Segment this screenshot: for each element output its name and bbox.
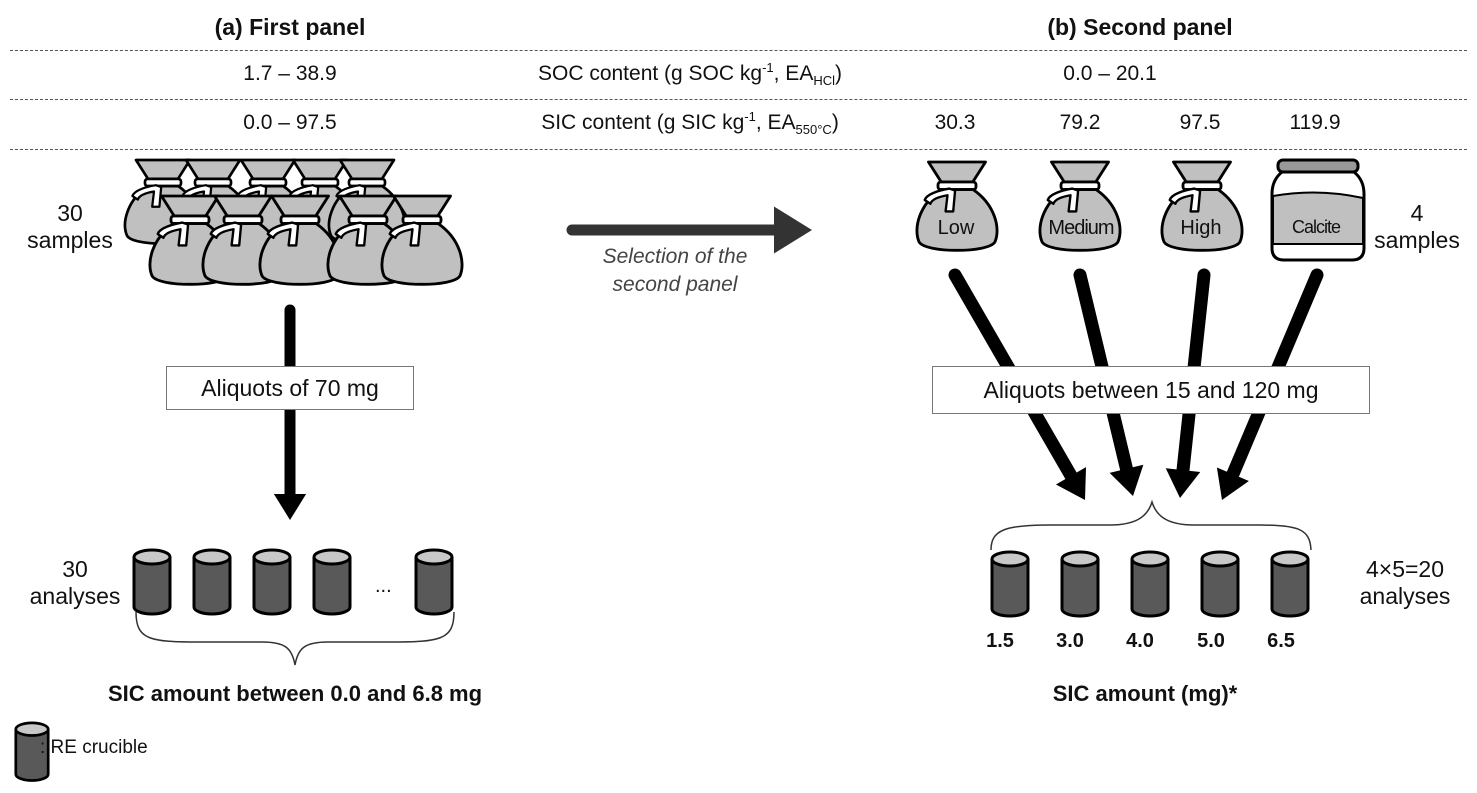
crucible-amount: 3.0 <box>1056 630 1084 652</box>
selection-arrow-head <box>774 206 812 254</box>
divider-line <box>10 50 1467 51</box>
crucible-icon <box>1130 550 1170 618</box>
first-brace <box>135 611 455 666</box>
first-soc-range: 1.7 – 38.9 <box>243 62 337 85</box>
second-brace <box>990 499 1312 551</box>
crucible-amount: 5.0 <box>1197 630 1225 652</box>
convergent-arrow-high-head <box>1165 468 1201 498</box>
crucible-amount: 1.5 <box>986 630 1014 652</box>
legend-label: : RE crucible <box>40 737 148 758</box>
sic-value-low: 30.3 <box>934 111 976 134</box>
sic-value-calcite: 119.9 <box>1289 111 1341 134</box>
crucible-icon <box>1270 550 1310 618</box>
second-aliquot-box: Aliquots between 15 and 120 mg <box>932 366 1370 414</box>
second-panel-title: (b) Second panel <box>1047 14 1233 40</box>
first-panel-title: (a) First panel <box>214 14 366 40</box>
crucible-amount: 4.0 <box>1126 630 1154 652</box>
sample-name-low: Low <box>937 217 975 239</box>
soc-row-label: SOC content (g SOC kg-1, EAHCl) <box>537 60 842 89</box>
crucible-icon <box>252 548 292 616</box>
first-aliquot-box: Aliquots of 70 mg <box>166 366 414 410</box>
convergent-arrow-low-head <box>1055 467 1087 500</box>
crucible-icon <box>414 548 454 616</box>
first-sic-amount-label: SIC amount between 0.0 and 6.8 mg <box>107 681 483 706</box>
second-sic-amount-label: SIC amount (mg)* <box>1052 681 1238 706</box>
divider-line <box>10 99 1467 100</box>
crucible-icon <box>1200 550 1240 618</box>
calcite-jar-label <box>1272 191 1364 245</box>
sample-name-calcite: Calcite <box>1291 217 1341 237</box>
divider-line <box>10 149 1467 150</box>
crucible-amount: 6.5 <box>1267 630 1295 652</box>
crucible-icon <box>192 548 232 616</box>
second-soc-range: 0.0 – 20.1 <box>1063 62 1157 85</box>
convergent-arrow-medium-head <box>1109 464 1144 496</box>
calcite-jar-lid <box>1276 158 1360 174</box>
sic-row-label: SIC content (g SIC kg-1, EA550°C) <box>541 109 839 138</box>
first-aliquot-arrow-head <box>273 494 307 520</box>
sample-name-high: High <box>1180 217 1222 239</box>
sample-name-medium: Medium <box>1048 217 1114 239</box>
convergent-arrow-calcite-head <box>1216 467 1249 500</box>
sic-value-medium: 79.2 <box>1059 111 1101 134</box>
crucible-icon <box>1060 550 1100 618</box>
crucible-icon <box>990 550 1030 618</box>
first-sic-range: 0.0 – 97.5 <box>243 111 337 134</box>
crucible-ellipsis: ... <box>375 575 392 597</box>
crucible-icon <box>132 548 172 616</box>
sic-value-high: 97.5 <box>1179 111 1221 134</box>
crucible-icon <box>312 548 352 616</box>
